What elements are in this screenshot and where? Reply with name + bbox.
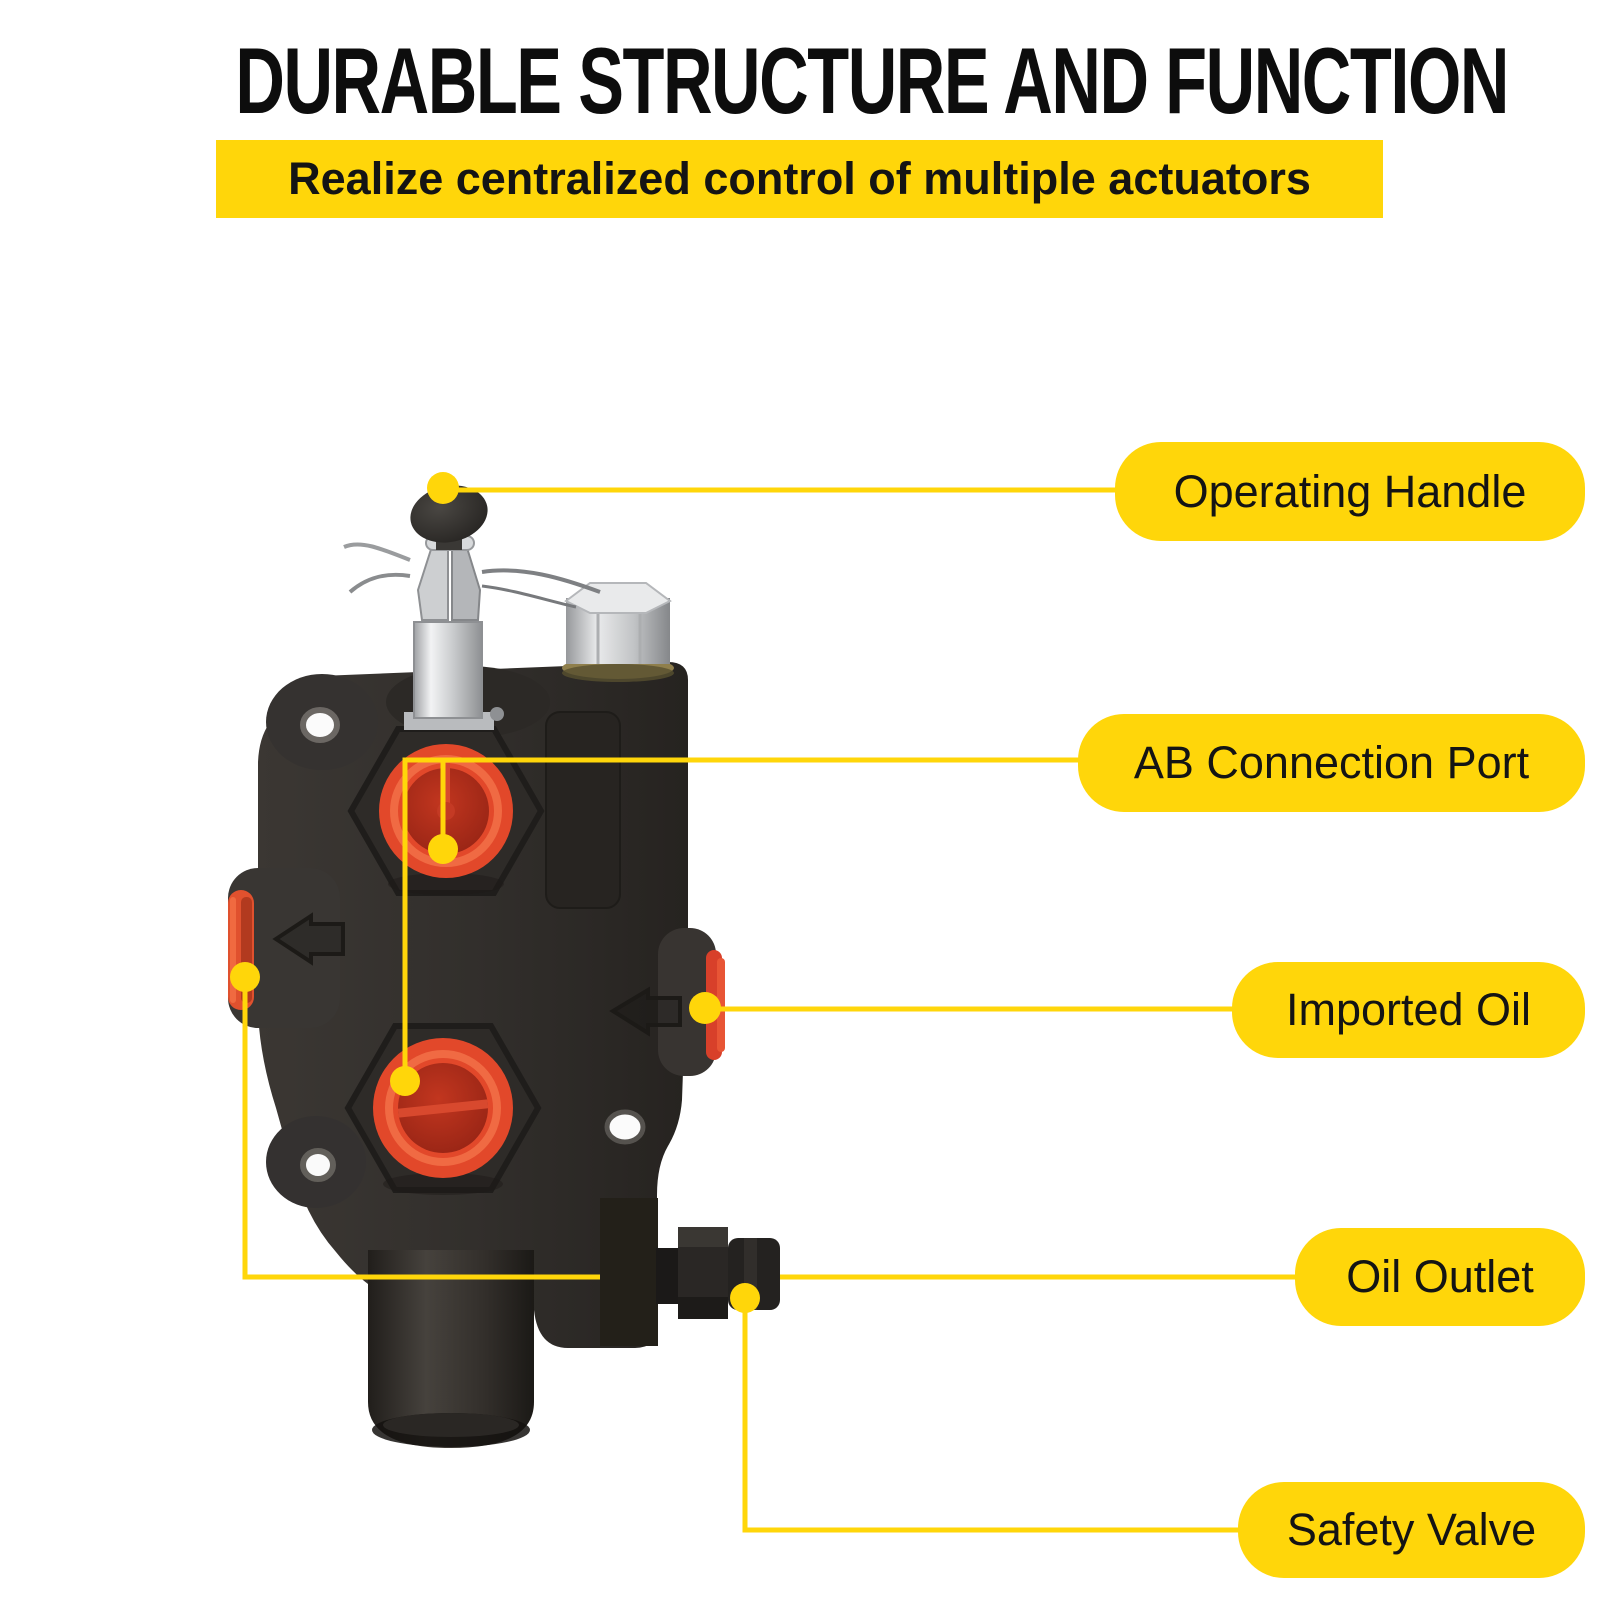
callout-dot-imported-oil	[689, 992, 721, 1024]
cotter-wire-left2	[348, 572, 411, 594]
lower-cap-ring	[385, 1050, 501, 1166]
header: DURABLE STRUCTURE AND FUNCTION	[0, 34, 1600, 128]
upper-cap-shadow	[388, 873, 504, 895]
callout-label: Operating Handle	[1173, 465, 1527, 517]
handle-column	[413, 621, 483, 719]
callout-pill-ab-connection-port: AB Connection Port	[1078, 714, 1585, 812]
callout-dot-safety-valve	[730, 1283, 760, 1313]
handle-knob	[410, 485, 488, 543]
callout-pill-oil-outlet: Oil Outlet	[1295, 1228, 1585, 1326]
upper-cap-slot	[442, 763, 450, 813]
lower-cap-shadow	[383, 1173, 503, 1195]
right-arrow-marking	[609, 986, 682, 1037]
safety-valve-base	[600, 1198, 658, 1346]
upper-cap-hub	[437, 802, 455, 820]
safety-hex-bevel-bottom	[678, 1297, 728, 1319]
base-screw	[490, 707, 504, 721]
tube-bottom-face	[383, 1413, 519, 1437]
mount-hole-bottom	[300, 1148, 336, 1182]
top-washer-shade	[562, 664, 674, 682]
valve-photo	[228, 485, 725, 1448]
page-title: DURABLE STRUCTURE AND FUNCTION	[235, 28, 1509, 133]
callout-line-safety-valve	[742, 1298, 1241, 1533]
cotter-wire-right2	[481, 584, 577, 609]
callout-dot-ab-port-lower	[390, 1066, 420, 1096]
left-arrow-marking	[272, 912, 345, 966]
lower-cap-slot	[397, 1099, 489, 1118]
mount-hole-right	[604, 1109, 646, 1145]
right-port-cap-light	[717, 958, 725, 1052]
callout-pill-operating-handle: Operating Handle	[1115, 442, 1585, 541]
callout-pill-safety-valve: Safety Valve	[1238, 1482, 1585, 1578]
callout-label: Safety Valve	[1286, 1504, 1537, 1555]
safety-valve-neck	[656, 1248, 680, 1304]
left-port	[228, 868, 340, 1028]
cotter-wire-left	[343, 542, 411, 562]
right-port	[658, 928, 716, 1076]
callout-line-oil-outlet	[242, 977, 1300, 1280]
callout-line-ab-connection-port	[402, 757, 1081, 1081]
mount-hole-top	[300, 707, 340, 743]
callout-label: AB Connection Port	[1133, 737, 1530, 788]
callout-pill-imported-oil: Imported Oil	[1232, 962, 1585, 1058]
safety-valve-fitting	[600, 1198, 780, 1346]
cotter-wire-right	[481, 568, 601, 594]
callout-dot-oil-outlet	[230, 962, 260, 992]
safety-hex-bevel-top	[678, 1227, 728, 1247]
callout-label: Imported Oil	[1285, 984, 1532, 1035]
callout-dot-operating-handle	[427, 472, 459, 504]
body-recess-pad	[545, 711, 621, 909]
subtitle-bar: Realize centralized control of multiple …	[216, 140, 1383, 218]
page-subtitle: Realize centralized control of multiple …	[288, 153, 1311, 204]
callout-dot-ab-port-upper	[428, 834, 458, 864]
callout-label: Oil Outlet	[1346, 1251, 1534, 1302]
